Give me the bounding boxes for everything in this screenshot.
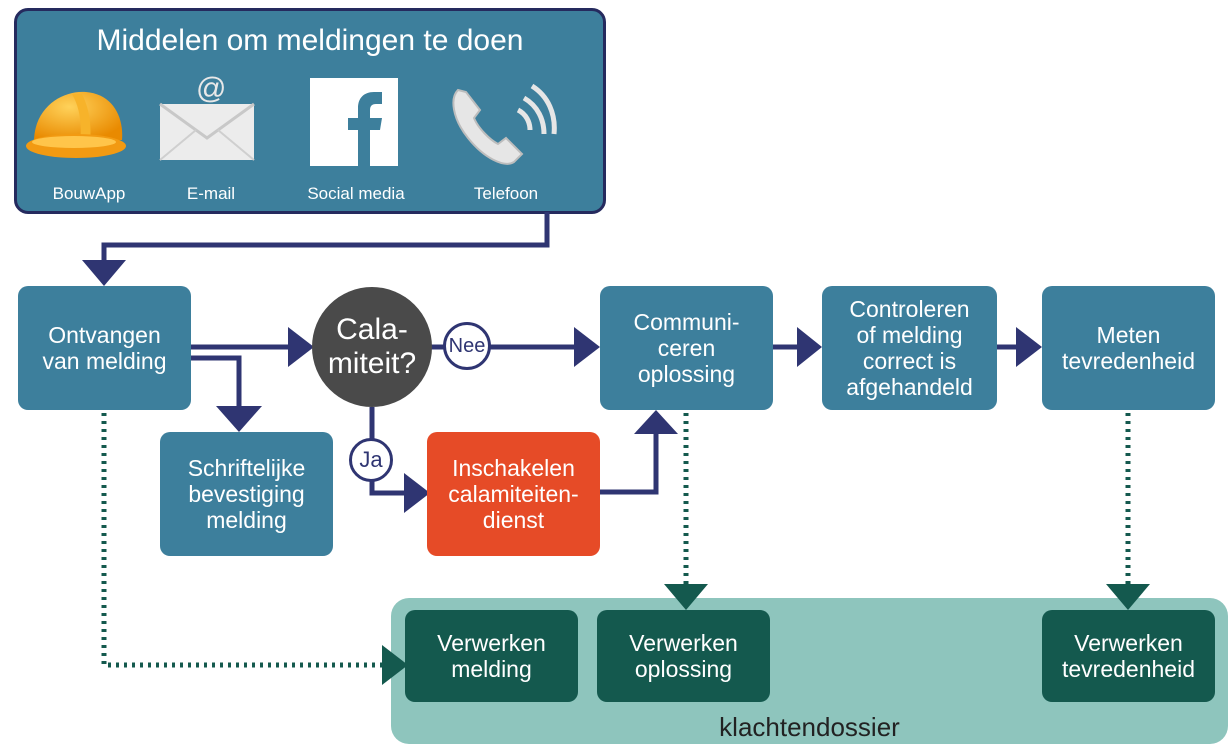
email-envelope-icon[interactable]: @ [158,68,258,169]
svg-text:@: @ [196,72,226,105]
badge-nee: Nee [443,322,491,370]
step-schriftelijke-bevestiging: Schriftelijke bevestiging melding [160,432,333,556]
channels-title: Middelen om meldingen te doen [96,24,524,57]
step-controleren-melding: Controleren of melding correct is afgeha… [822,286,997,410]
channel-label-bouwapp: BouwApp [52,184,126,203]
hard-hat-icon[interactable] [24,84,132,171]
channel-label-email: E-mail [186,184,236,203]
step-ontvangen-melding: Ontvangen van melding [18,286,191,410]
step-meten-tevredenheid: Meten tevredenheid [1042,286,1215,410]
dossier-verwerken-melding: Verwerken melding [405,610,578,702]
badge-ja: Ja [349,438,393,482]
channel-label-social-media: Social media [307,184,405,203]
step-communiceren-oplossing: Communi- ceren oplossing [600,286,773,410]
dossier-verwerken-tevredenheid: Verwerken tevredenheid [1042,610,1215,702]
decision-calamiteit: Cala- miteit? [312,287,432,407]
facebook-icon[interactable] [310,78,398,171]
phone-icon[interactable] [448,80,558,177]
dossier-verwerken-oplossing: Verwerken oplossing [597,610,770,702]
channel-label-telefoon: Telefoon [473,184,539,203]
klachtendossier-label: klachtendossier [719,712,900,742]
step-inschakelen-calamiteitendienst: Inschakelen calamiteiten- dienst [427,432,600,556]
